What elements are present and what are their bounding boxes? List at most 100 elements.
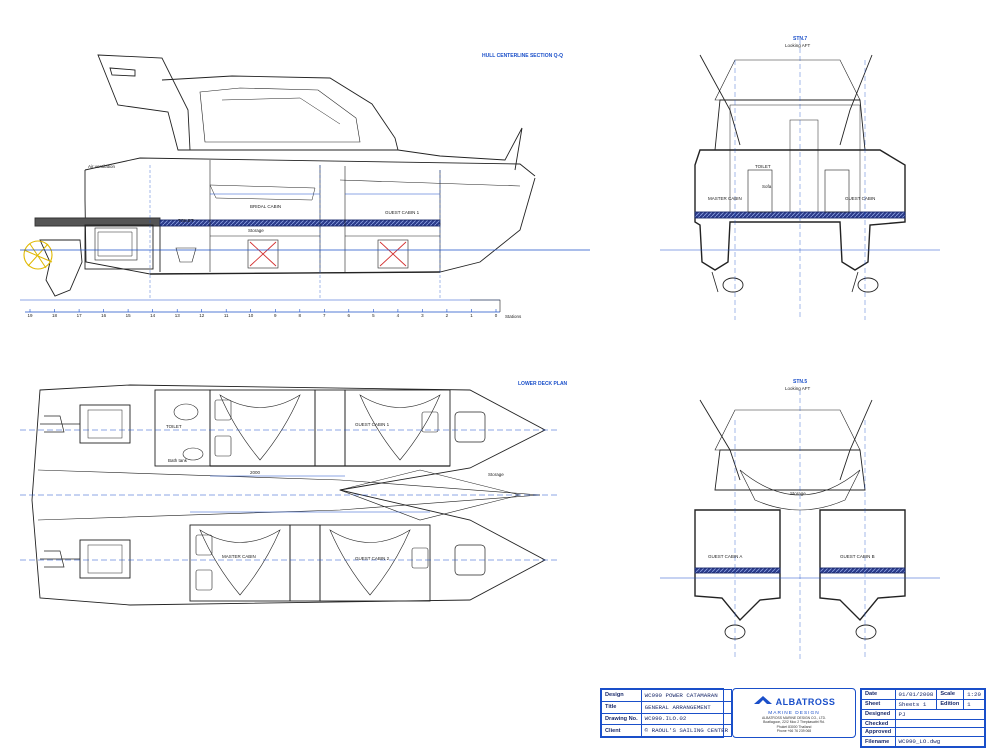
date-key: Date <box>861 689 896 700</box>
designed-key: Designed <box>861 708 896 720</box>
profile-view-title: HULL CENTERLINE SECTION Q-Q <box>482 53 563 59</box>
company-logo-block: ALBATROSS MARINE DESIGN ALBATROSS MARINE… <box>732 688 856 738</box>
station-number: 13 <box>175 313 181 318</box>
station-number: 2 <box>446 313 449 318</box>
stn5-guest-cabin-a: GUEST CABIN A <box>708 554 742 559</box>
section-stn5 <box>660 390 940 660</box>
station-number: 11 <box>224 313 229 318</box>
plan-toilet-label: TOILET <box>166 424 182 429</box>
profile-storage-label: Storage <box>248 228 264 233</box>
plan-labels: LOWER DECK PLAN TOILET Bath tank GUEST C… <box>166 381 568 561</box>
checked-key: Checked <box>861 718 896 729</box>
drawing-no-key: Drawing No. <box>601 712 642 726</box>
date-value: 01/01/2008 <box>894 689 938 700</box>
station-number: 8 <box>299 313 302 318</box>
title-value: GENERAL ARRANGEMENT <box>640 700 733 714</box>
logo-name: ALBATROSS <box>775 697 836 708</box>
stn7-guest-cabin: GUEST CABIN <box>845 196 875 201</box>
logo-address-line-1: ALBATROSS MARINE DESIGN CO., LTD. <box>761 716 827 721</box>
station-number: 6 <box>348 313 351 318</box>
stn5-guest-cabin-b: GUEST CABIN B <box>840 554 875 559</box>
section-top-body <box>694 149 906 271</box>
plan-view-title: LOWER DECK PLAN <box>518 381 568 387</box>
station-number: 5 <box>372 313 375 318</box>
station-number: 15 <box>126 313 132 318</box>
station-number: 3 <box>421 313 424 318</box>
stn5-title: STN.5 <box>793 379 807 385</box>
stn7-subtitle: Looking AFT <box>785 43 811 48</box>
plan-storage-label: Storage <box>488 472 504 477</box>
radar-mast <box>97 54 191 151</box>
profile-labels: HULL CENTERLINE SECTION Q-Q TOILET BRIDA… <box>27 53 563 319</box>
client-key: Client <box>601 724 642 737</box>
profile-stations-unit: Stations <box>505 314 522 319</box>
design-value: WC990 POWER CATAMARAN <box>640 689 733 702</box>
title-block-right: Date 01/01/2008 Scale 1:20 Sheet Sheets … <box>860 688 986 748</box>
station-number: 19 <box>27 313 33 318</box>
plan-hull-outline <box>31 384 546 606</box>
sheet-value: Sheets 1 <box>894 698 938 710</box>
station-number: 7 <box>323 313 326 318</box>
station-number: 1 <box>470 313 473 318</box>
scale-key: Scale <box>936 689 965 700</box>
drawing-no-value: WC990.ILO.02 <box>640 712 733 726</box>
approved-value <box>894 727 986 738</box>
plan-bath-tank-label: Bath tank <box>168 458 188 463</box>
stn7-sofa: Sofa <box>762 184 772 189</box>
station-number: 0 <box>495 313 498 318</box>
sterndrive <box>39 239 83 297</box>
plan-guest-cabin-1-label: GUEST CABIN 1 <box>355 422 390 427</box>
plan-dim-label: 2000 <box>250 470 261 475</box>
deck-strip <box>159 219 441 227</box>
albatross-logo-icon <box>753 693 773 711</box>
title-key: Title <box>601 700 642 714</box>
logo-address-line-4: Phone +66 76 239 068 <box>776 728 812 733</box>
stn7-master-cabin: MASTER CABIN <box>708 196 742 201</box>
profile-guest-cabin-label: GUEST CABIN 1 <box>385 210 420 215</box>
sheet-key: Sheet <box>861 698 896 710</box>
engine-starboard <box>79 539 131 579</box>
stn5-storage: Storage <box>790 491 806 496</box>
station-number: 10 <box>248 313 254 318</box>
profile-toilet-label: TOILET <box>178 218 194 223</box>
stn7-toilet: TOILET <box>755 164 771 169</box>
profile-bridal-cabin-label: BRIDAL CABIN <box>250 204 281 209</box>
edition-key: Edition <box>936 698 965 710</box>
profile-view <box>20 54 590 313</box>
scale-value: 1:20 <box>963 689 985 700</box>
station-number: 14 <box>150 313 156 318</box>
logo-address-line-2: Boatlagoon, 22/2 Moo 2 Thepkasattri Rd. <box>763 720 825 725</box>
section-stn5-labels: STN.5 Looking AFT GUEST CABIN A GUEST CA… <box>708 379 875 559</box>
logo-address: ALBATROSS MARINE DESIGN CO., LTD. Boatla… <box>762 716 826 733</box>
engine-port <box>79 404 131 444</box>
plan-master-cabin-label: MASTER CABIN <box>222 554 256 559</box>
section-stn7 <box>660 40 940 320</box>
station-number: 16 <box>101 313 107 318</box>
station-number: 18 <box>52 313 58 318</box>
station-number: 9 <box>274 313 277 318</box>
logo-subtitle: MARINE DESIGN <box>768 711 820 717</box>
engine-room <box>84 224 154 270</box>
section-bottom-body <box>694 509 781 622</box>
stn5-subtitle: Looking AFT <box>785 386 811 391</box>
superstructure <box>84 157 536 177</box>
edition-value: 1 <box>963 698 985 710</box>
windshield <box>397 127 523 171</box>
profile-air-vent-label: Air ventilation <box>88 164 116 169</box>
plan-guest-cabin-2-label: GUEST CABIN 2 <box>355 556 390 561</box>
client-value: © RAOUL'S SAILING CENTER <box>640 724 733 737</box>
designed-value: PJ <box>894 708 986 720</box>
hardtop <box>161 75 399 151</box>
stn7-title: STN.7 <box>793 36 807 42</box>
plan-view <box>20 384 560 606</box>
section-stn7-labels: STN.7 Looking AFT MASTER CABIN GUEST CAB… <box>708 36 875 201</box>
checked-value <box>894 718 986 729</box>
filename-value: WC990_LO.dwg <box>894 736 986 747</box>
station-number: 17 <box>77 313 83 318</box>
filename-key: Filename <box>861 736 896 747</box>
station-number: 4 <box>397 313 400 318</box>
station-number: 12 <box>199 313 205 318</box>
